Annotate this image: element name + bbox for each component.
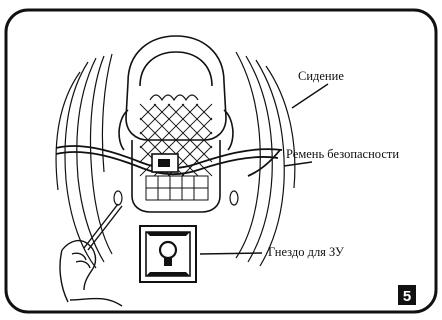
socket-leader-line — [200, 253, 262, 254]
belt-leader-line — [284, 162, 312, 166]
step-number-badge: 5 — [398, 285, 416, 305]
seat-belt — [56, 146, 282, 176]
seat-leader-line — [292, 84, 328, 108]
charging-socket-icon — [140, 226, 196, 282]
belt-label: Ремень безопасности — [286, 147, 399, 161]
diagram-frame — [6, 10, 436, 312]
hand-icon — [60, 204, 122, 306]
seat-illustration — [114, 36, 238, 212]
step-number: 5 — [403, 288, 411, 305]
socket-label: Гнездо для ЗУ — [268, 245, 344, 259]
seat-label: Сидение — [298, 69, 344, 83]
